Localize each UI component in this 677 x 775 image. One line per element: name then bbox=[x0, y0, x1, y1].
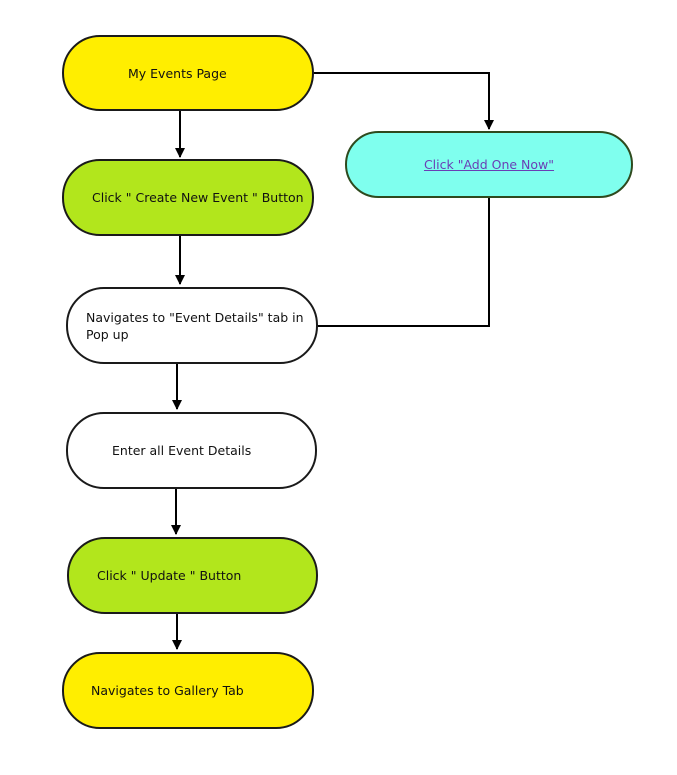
node-navigate-event-details: Navigates to "Event Details" tab in Pop … bbox=[66, 287, 318, 364]
connector-addone-to-navigate bbox=[318, 198, 490, 327]
node-click-update: Click " Update " Button bbox=[67, 537, 318, 614]
node-label: My Events Page bbox=[128, 65, 227, 81]
node-label: Navigates to Gallery Tab bbox=[91, 683, 244, 698]
add-one-now-link[interactable]: Click "Add One Now" bbox=[423, 157, 555, 172]
node-gallery-tab: Navigates to Gallery Tab bbox=[62, 652, 314, 729]
node-add-one-now: Click "Add One Now" bbox=[345, 131, 633, 198]
node-label: Enter all Event Details bbox=[112, 443, 252, 458]
node-my-events-page: My Events Page bbox=[62, 35, 314, 111]
node-label: Click " Update " Button bbox=[97, 568, 242, 583]
arrow-events-to-addone bbox=[314, 72, 494, 130]
node-label: Navigates to "Event Details" tab in Pop … bbox=[86, 309, 304, 342]
node-label: Click " Create New Event " Button bbox=[92, 190, 304, 205]
node-create-new-event: Click " Create New Event " Button bbox=[62, 159, 314, 236]
node-enter-event-details: Enter all Event Details bbox=[66, 412, 317, 489]
